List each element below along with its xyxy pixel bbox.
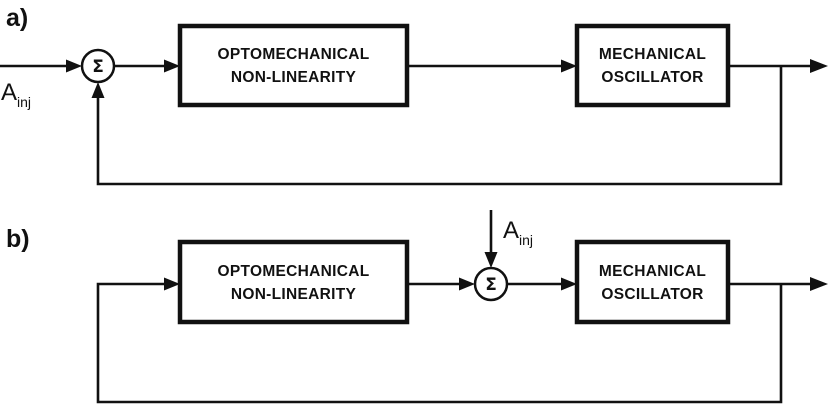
panel-b-sum-to-oscillator-arrowhead	[561, 277, 577, 291]
panel-b-output-arrowhead	[810, 277, 828, 291]
panel-b-injection-label: Ainj	[503, 217, 533, 248]
panel-b-label: b)	[6, 225, 30, 253]
panel-a-optomechanical-nonlinearity-block	[177, 23, 410, 108]
panel-a-output-arrowhead	[810, 59, 828, 73]
panel-b-block1-line2: NON-LINEARITY	[231, 286, 357, 303]
panel-b-block2-line1: MECHANICAL	[599, 263, 706, 280]
panel-a-feedback-wire	[96, 66, 783, 186]
panel-b-feedback-wire	[96, 282, 783, 404]
panel-b-optomechanical-nonlinearity-block	[177, 239, 410, 325]
panel-a-block1-line1: OPTOMECHANICAL	[217, 46, 369, 63]
panel-b-mechanical-oscillator-block	[574, 239, 731, 325]
panel-a-block2-line1: MECHANICAL	[599, 46, 706, 63]
panel-a-feedback-arrowhead	[91, 82, 105, 98]
panel-a-input-arrowhead	[66, 59, 82, 73]
panel-a-sum-to-nonlinearity-arrowhead	[164, 59, 180, 73]
panel-b-feedback-arrowhead	[164, 277, 180, 291]
panel-a-mechanical-oscillator-block	[574, 23, 731, 108]
panel-b-nonlinearity-to-sum-arrowhead	[459, 277, 475, 291]
panel-b: b) OPTOMECHANICAL NON-LINEARITY Σ Ainj M…	[6, 210, 828, 404]
panel-a-block2-line2: OSCILLATOR	[601, 69, 703, 86]
panel-a: a) Ainj Σ OPTOMECHANICAL NON-LINEARITY M…	[0, 4, 828, 186]
panel-b-block1-line1: OPTOMECHANICAL	[217, 263, 369, 280]
panel-b-block2-line2: OSCILLATOR	[601, 286, 703, 303]
panel-b-sigma-symbol: Σ	[485, 275, 497, 295]
panel-a-nonlinearity-to-oscillator-arrowhead	[561, 59, 577, 73]
panel-a-injection-label: Ainj	[1, 79, 31, 110]
panel-a-block1-line2: NON-LINEARITY	[231, 69, 357, 86]
panel-a-sigma-symbol: Σ	[92, 57, 104, 77]
panel-b-injection-arrowhead	[484, 252, 498, 268]
panel-a-label: a)	[6, 4, 28, 32]
